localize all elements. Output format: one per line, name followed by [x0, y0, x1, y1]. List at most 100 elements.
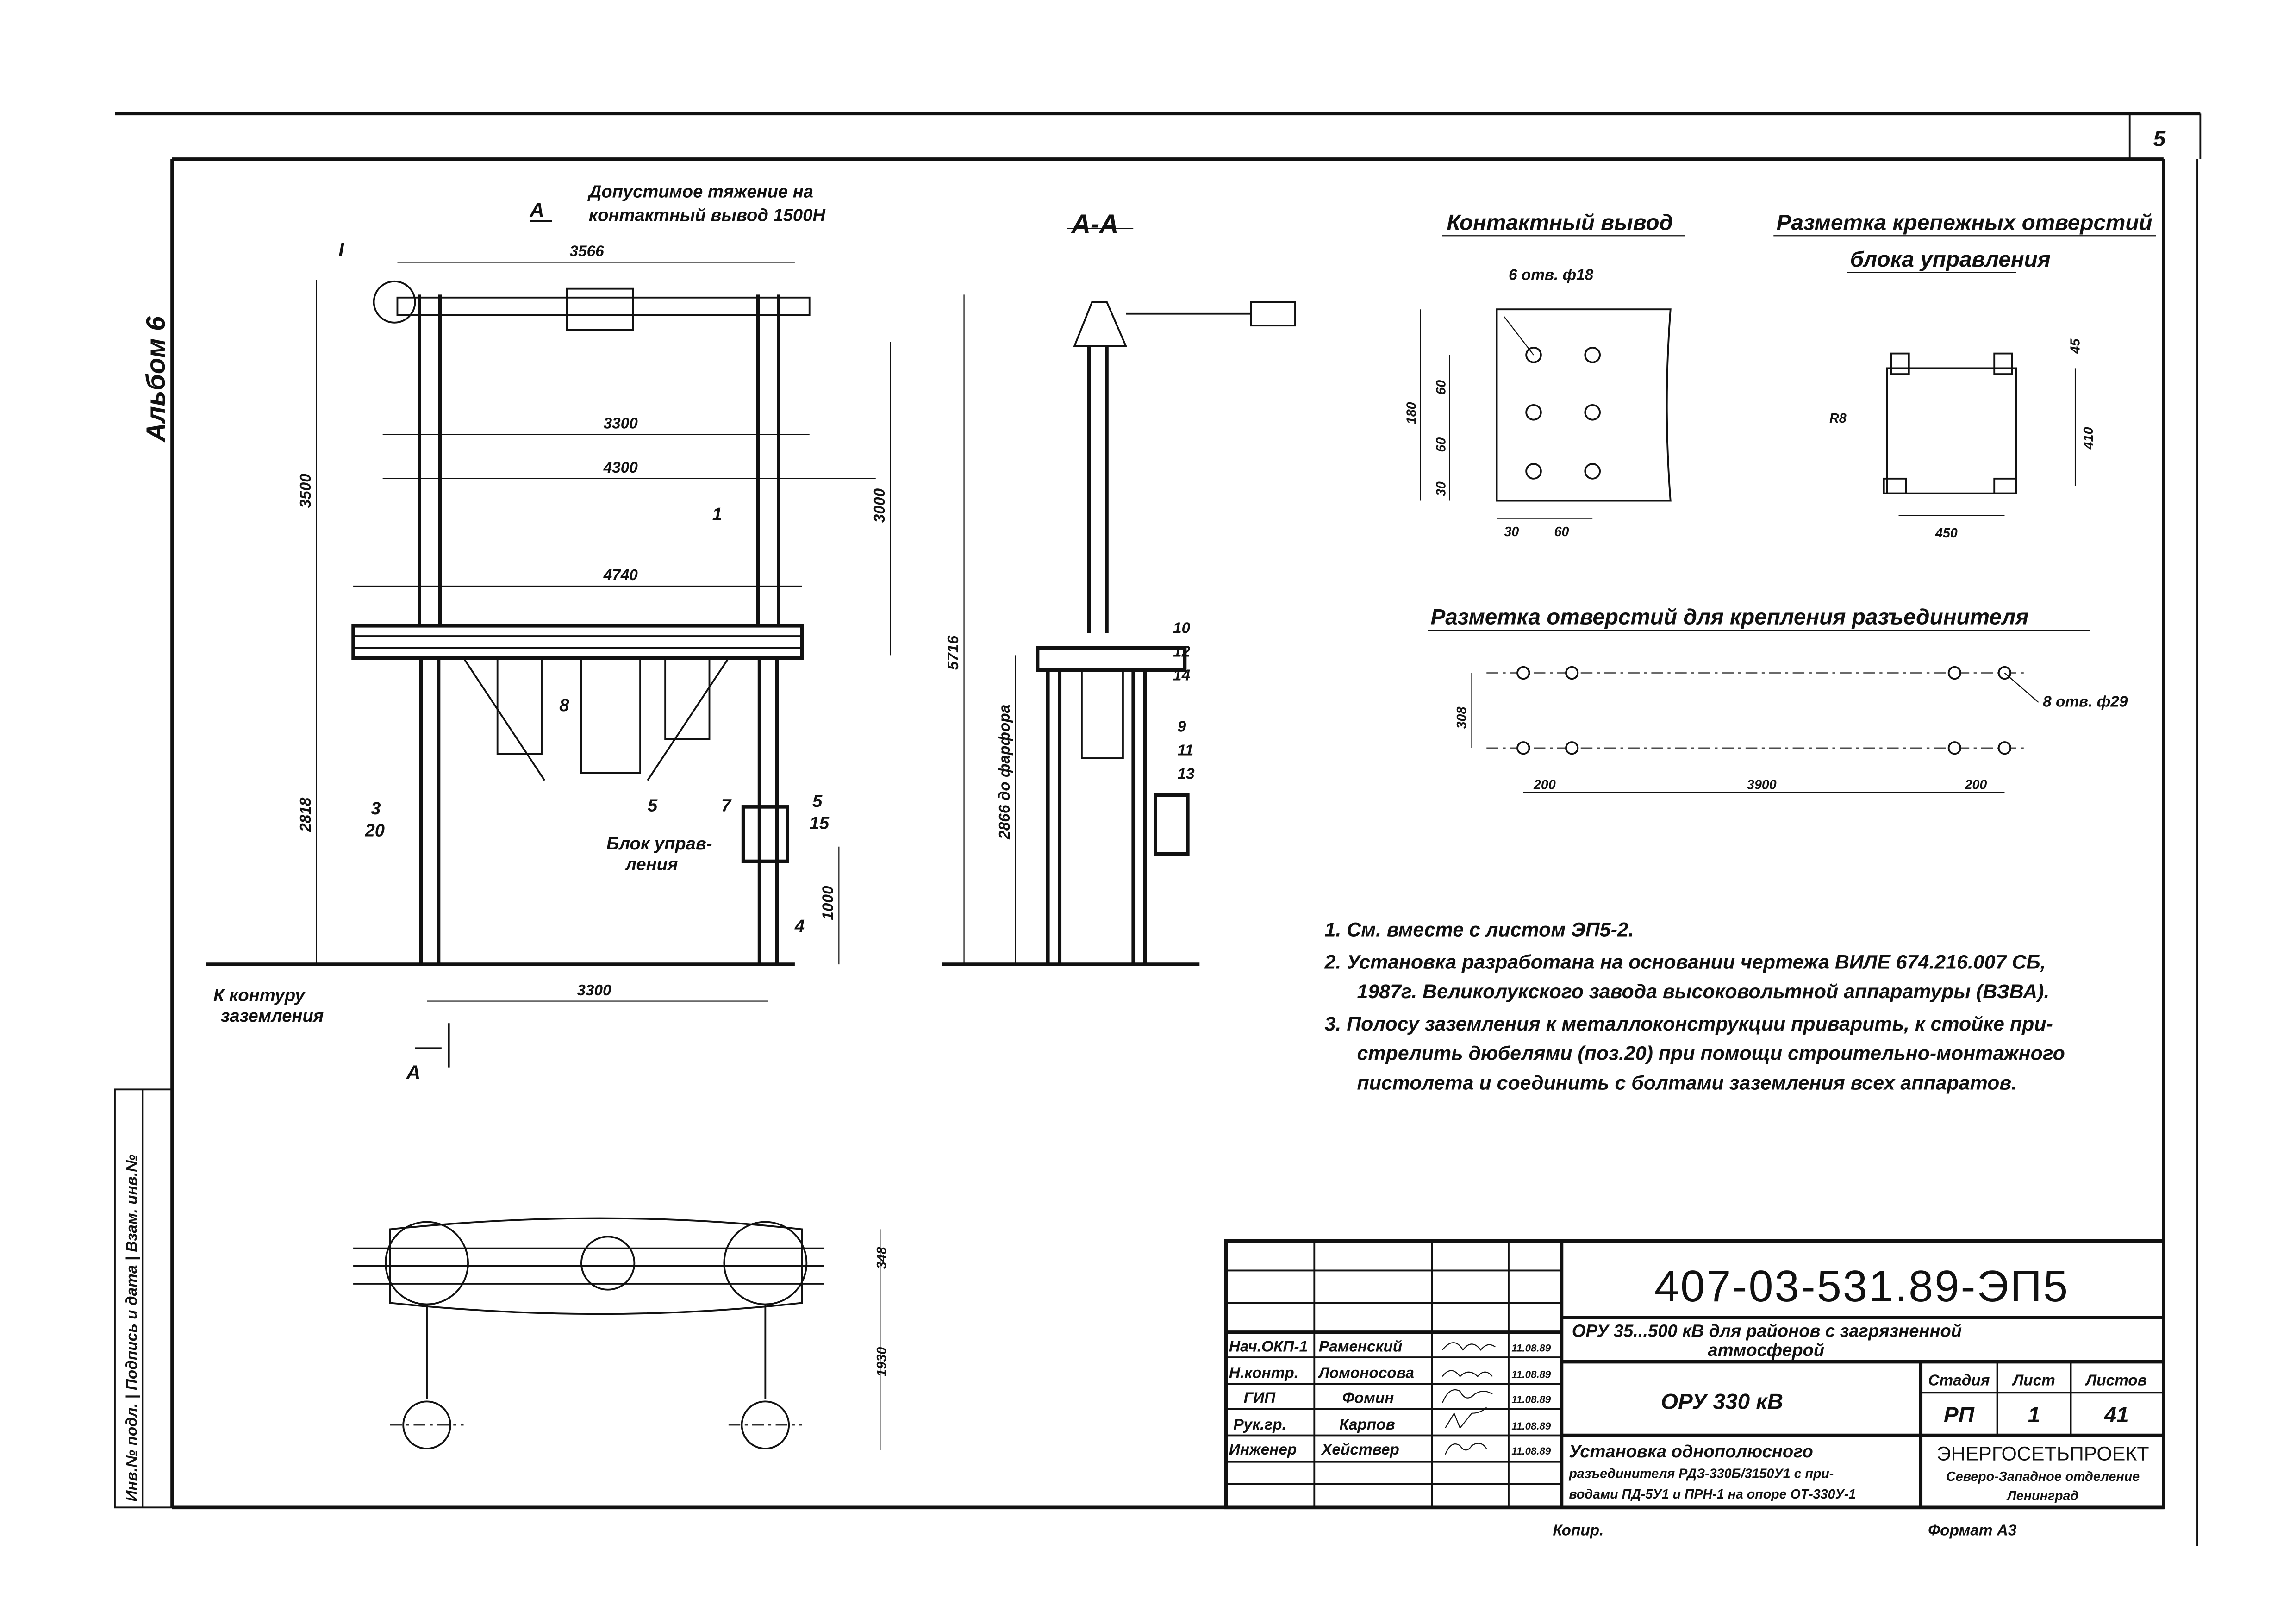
- note-3-cont1: стрелить дюбелями (поз.20) при помощи ст…: [1357, 1043, 2065, 1065]
- sheet-title-2: разъединителя РДЗ-330Б/3150У1 с при-: [1568, 1467, 1834, 1481]
- signer-name: Ломоносова: [1318, 1365, 1414, 1382]
- stage-header: Стадия: [1928, 1372, 1990, 1389]
- signer-date: 11.08.89: [1511, 1369, 1551, 1380]
- section-mark-bottom: А: [406, 1062, 421, 1084]
- section-title: А-А: [1071, 209, 1119, 239]
- note-2-cont: 1987г. Великолукского завода высоковольт…: [1357, 981, 2049, 1003]
- dim-r8: R8: [1829, 411, 1847, 426]
- signer-role: Инженер: [1229, 1441, 1297, 1458]
- contact-terminal-drawing: [1420, 235, 1685, 519]
- control-block-title-1: Разметка крепежных отверстий: [1777, 211, 2152, 235]
- dim-410: 410: [2081, 427, 2096, 450]
- sheet-title-1: Установка однополюсного: [1569, 1442, 1813, 1462]
- signer-date: 11.08.89: [1511, 1420, 1551, 1432]
- signer-role: Рук.гр.: [1233, 1416, 1286, 1433]
- tension-note-2: контактный вывод 1500Н: [589, 205, 826, 225]
- signer-date: 11.08.89: [1511, 1342, 1551, 1354]
- dim-4300: 4300: [603, 459, 638, 476]
- position-5a: 5: [648, 795, 658, 815]
- signature: [1442, 1342, 1496, 1351]
- front-view-drawing: [206, 220, 891, 1068]
- signer-date: 11.08.89: [1511, 1394, 1551, 1405]
- position-7: 7: [721, 795, 732, 815]
- dim-5716: 5716: [945, 635, 962, 670]
- dim-30-h: 30: [1504, 525, 1519, 539]
- control-block-label-2: ления: [624, 855, 678, 874]
- dim-2818: 2818: [297, 797, 314, 832]
- section-mark-top: А: [530, 199, 544, 221]
- control-block-label-1: Блок управ-: [606, 834, 712, 854]
- position-12: 12: [1173, 643, 1191, 661]
- position-9: 9: [1178, 718, 1186, 736]
- dim-3000: 3000: [871, 488, 888, 523]
- note-3: 3. Полосу заземления к металлоконструкци…: [1325, 1013, 2053, 1035]
- position-13: 13: [1178, 765, 1195, 782]
- position-3: 3: [371, 799, 381, 818]
- signers-table: Нач.ОКП-1 Раменский 11.08.89 Н.контр. Ло…: [1229, 1338, 1551, 1458]
- dim-60-h: 60: [1554, 525, 1569, 539]
- dim-4740: 4740: [603, 567, 638, 584]
- position-1: 1: [712, 504, 722, 524]
- dim-308: 308: [1454, 707, 1469, 729]
- control-block-drawing: [1773, 235, 2156, 516]
- project-name-1: ОРУ 35...500 кВ для районов с загрязненн…: [1572, 1321, 1962, 1341]
- position-15: 15: [810, 813, 830, 833]
- sheets-value: 41: [2104, 1403, 2129, 1427]
- note-1: 1. См. вместе с листом ЭП5-2.: [1325, 919, 1634, 941]
- disconnector-holes-drawing: [1428, 630, 2090, 793]
- disconnector-holes-label: 8 отв. ф29: [2043, 693, 2128, 711]
- dim-200b: 200: [1965, 778, 1987, 793]
- ground-label-2: заземления: [221, 1006, 324, 1026]
- dim-180: 180: [1404, 402, 1419, 424]
- position-8: 8: [559, 695, 569, 715]
- tension-note-1: Допустимое тяжение на: [587, 182, 813, 202]
- contact-terminal-title: Контактный вывод: [1447, 211, 1673, 235]
- signer-role: Нач.ОКП-1: [1229, 1338, 1308, 1355]
- dim-3500: 3500: [297, 474, 314, 508]
- left-stamp-text: Инв.№ подл. | Подпись и дата | Взам. инв…: [124, 1155, 141, 1502]
- signature: [1445, 1407, 1487, 1429]
- org-city: Ленинград: [2006, 1488, 2078, 1503]
- plan-view-drawing: [353, 1217, 881, 1450]
- dim-1930: 1930: [874, 1347, 889, 1377]
- dim-3566: 3566: [569, 243, 604, 260]
- signature: [1445, 1443, 1487, 1455]
- contact-holes-label: 6 отв. ф18: [1509, 267, 1594, 284]
- position-20: 20: [365, 820, 385, 840]
- dim-3900: 3900: [1747, 778, 1777, 793]
- stage-value: РП: [1944, 1403, 1975, 1427]
- signature: [1441, 1389, 1493, 1403]
- disconnector-marking-title: Разметка отверстий для крепления разъеди…: [1430, 605, 2028, 630]
- dim-450: 450: [1935, 526, 1958, 541]
- dim-30-v: 30: [1434, 481, 1448, 496]
- page-number: 5: [2153, 126, 2166, 151]
- dim-1000: 1000: [820, 886, 837, 920]
- signer-name: Хействер: [1321, 1441, 1399, 1458]
- sheet-frame: [114, 112, 2202, 1546]
- title-block: [1224, 1239, 2165, 1510]
- dim-45: 45: [2068, 338, 2083, 354]
- ground-label-1: К контуру: [213, 986, 306, 1006]
- section-view-drawing: [942, 228, 1296, 966]
- object-name: ОРУ 330 кВ: [1661, 1389, 1783, 1414]
- position-11: 11: [1178, 742, 1194, 759]
- sheet-title-3: водами ПД-5У1 и ПРН-1 на опоре ОТ-330У-1: [1569, 1487, 1856, 1502]
- dim-60a: 60: [1434, 380, 1448, 395]
- position-5b: 5: [812, 791, 823, 811]
- album-label: Альбом 6: [141, 316, 171, 443]
- signature: [1442, 1370, 1493, 1378]
- dim-3300-base: 3300: [577, 982, 611, 999]
- dim-3300: 3300: [604, 415, 638, 432]
- dim-348: 348: [874, 1247, 889, 1269]
- position-14: 14: [1173, 667, 1190, 684]
- org-branch: Северо-Западное отделение: [1946, 1469, 2140, 1484]
- org-name: ЭНЕРГОСЕТЬПРОЕКТ: [1937, 1443, 2149, 1465]
- sheet-header: Лист: [2012, 1372, 2055, 1389]
- dim-60b: 60: [1434, 437, 1448, 452]
- signer-role: Н.контр.: [1229, 1365, 1298, 1382]
- note-3-cont2: пистолета и соединить с болтами заземлен…: [1357, 1072, 2017, 1094]
- project-name-2: атмосферой: [1708, 1340, 1825, 1360]
- dim-2866: 2866 до фарфора: [996, 705, 1013, 840]
- note-2: 2. Установка разработана на основании че…: [1324, 951, 2046, 974]
